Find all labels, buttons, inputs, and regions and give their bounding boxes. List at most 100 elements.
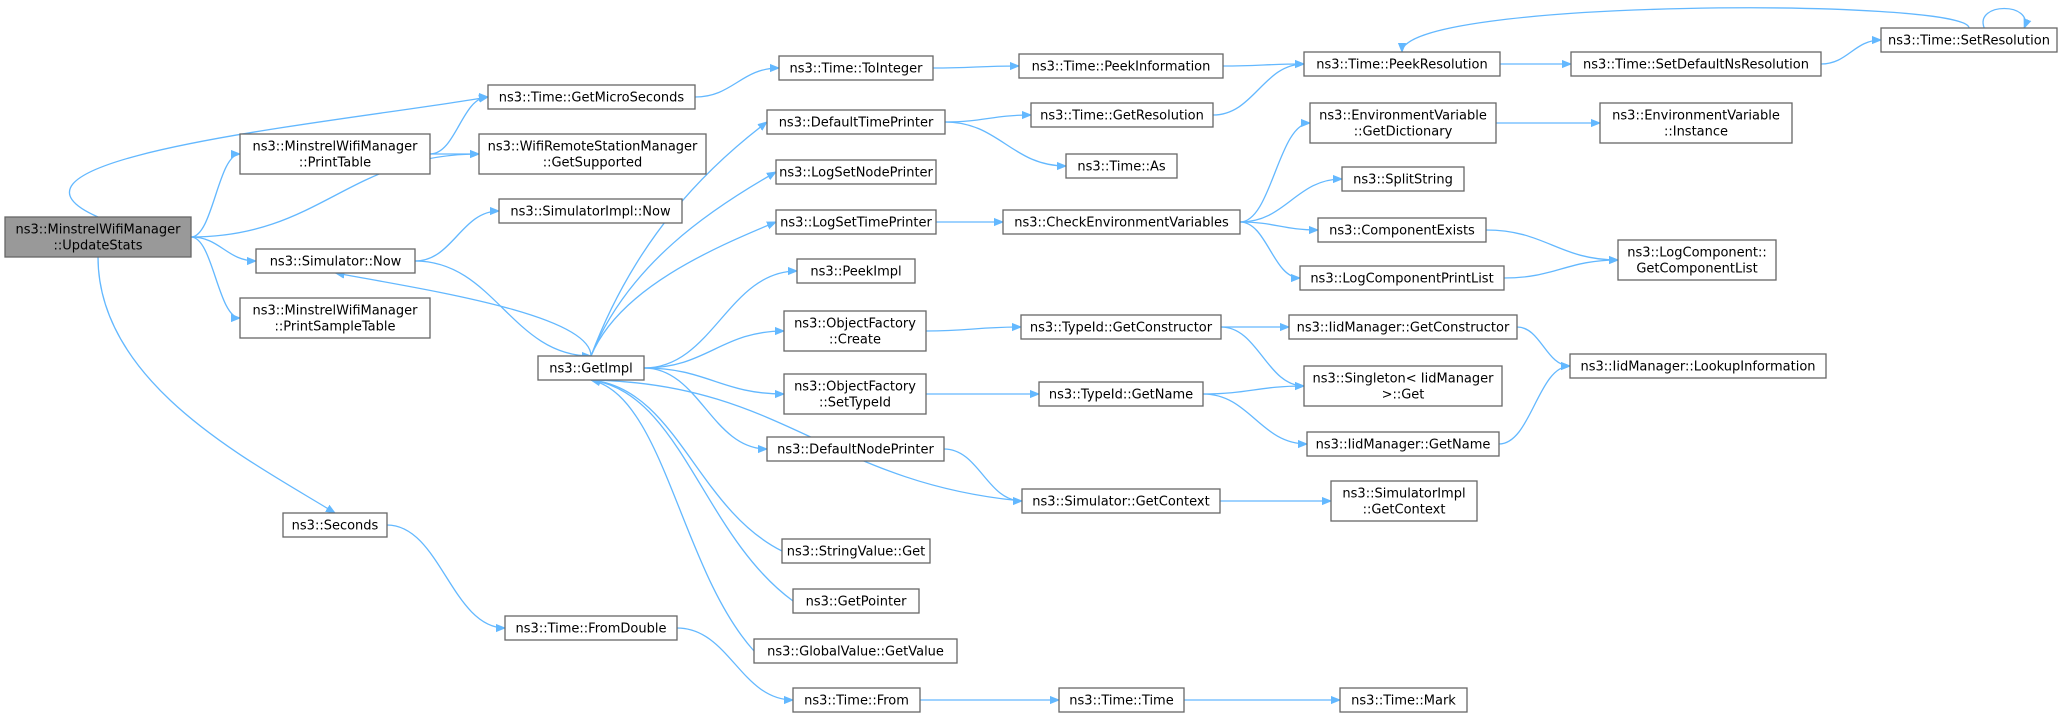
node-getSupported[interactable]: ns3::WifiRemoteStationManager::GetSuppor… — [478, 133, 707, 175]
node-timeFrom[interactable]: ns3::Time::From — [792, 687, 921, 713]
node-label: ::GetSupported — [543, 156, 643, 171]
node-label: ns3::TypeId::GetName — [1049, 388, 1193, 403]
node-label: ns3::Time::Mark — [1351, 694, 1456, 709]
node-label: ns3::WifiRemoteStationManager — [488, 140, 698, 155]
node-label: ns3::LogComponent:: — [1627, 246, 1767, 261]
edge-getImpl-to-logSetTimePrinter — [590, 221, 776, 357]
node-box — [792, 588, 920, 614]
edge-defaultTimePrinter-to-getResolution — [944, 115, 1031, 123]
edge-setResolution-to-setResolution — [1982, 8, 2025, 29]
node-label: ns3::IidManager::GetConstructor — [1297, 321, 1510, 336]
node-simImplNow[interactable]: ns3::SimulatorImpl::Now — [498, 198, 683, 224]
edge-checkEnv-to-envGetDictionary — [1239, 123, 1311, 223]
edges-layer — [68, 7, 2025, 700]
node-singletonGet[interactable]: ns3::Singleton< IidManager>::Get — [1303, 365, 1503, 407]
node-label: ns3::DefaultTimePrinter — [779, 116, 934, 131]
node-envInstance[interactable]: ns3::EnvironmentVariable::Instance — [1599, 102, 1793, 144]
node-root[interactable]: ns3::MinstrelWifiManager::UpdateStats — [4, 216, 192, 258]
node-splitString[interactable]: ns3::SplitString — [1341, 166, 1465, 192]
node-logSetTimePrinter[interactable]: ns3::LogSetTimePrinter — [775, 209, 937, 235]
edge-simNow-to-simImplNow — [414, 211, 499, 262]
node-typeIdGetConstructor[interactable]: ns3::TypeId::GetConstructor — [1020, 314, 1222, 340]
node-getComponentList[interactable]: ns3::LogComponent::GetComponentList — [1617, 239, 1777, 281]
node-ofCreate[interactable]: ns3::ObjectFactory::Create — [783, 310, 927, 352]
node-getPointer[interactable]: ns3::GetPointer — [792, 588, 920, 614]
edge-typeIdGetName-to-singletonGet — [1202, 386, 1304, 395]
node-label: ns3::ObjectFactory — [794, 380, 916, 395]
node-timeAs[interactable]: ns3::Time::As — [1065, 153, 1178, 179]
edge-setDefaultNsResolution-to-setResolution — [1820, 40, 1881, 65]
node-box — [1306, 431, 1500, 457]
edge-simGetContext-to-getImpl — [591, 380, 1023, 502]
node-peekImpl[interactable]: ns3::PeekImpl — [796, 258, 916, 284]
node-timeMark[interactable]: ns3::Time::Mark — [1339, 687, 1468, 713]
node-envGetDictionary[interactable]: ns3::EnvironmentVariable::GetDictionary — [1309, 102, 1497, 144]
node-iidGetConstructor[interactable]: ns3::IidManager::GetConstructor — [1288, 314, 1518, 340]
node-simNow[interactable]: ns3::Simulator::Now — [255, 248, 416, 274]
node-defaultNodePrinter[interactable]: ns3::DefaultNodePrinter — [766, 436, 945, 462]
node-toInteger[interactable]: ns3::Time::ToInteger — [778, 55, 934, 81]
node-box — [766, 436, 945, 462]
node-box — [1330, 480, 1478, 522]
node-box — [766, 109, 946, 135]
edge-checkEnv-to-logComponentPrintList — [1239, 221, 1301, 278]
node-timeTime[interactable]: ns3::Time::Time — [1058, 687, 1185, 713]
node-getImpl[interactable]: ns3::GetImpl — [537, 355, 645, 381]
edge-iidGetName-to-lookupInformation — [1498, 366, 1571, 445]
node-box — [537, 355, 645, 381]
node-setDefaultNsResolution[interactable]: ns3::Time::SetDefaultNsResolution — [1570, 51, 1822, 77]
node-globalValueGetValue[interactable]: ns3::GlobalValue::GetValue — [753, 638, 958, 664]
node-getMicroSeconds[interactable]: ns3::Time::GetMicroSeconds — [487, 84, 696, 110]
node-label: ::GetDictionary — [1354, 125, 1453, 140]
edge-fromDouble-to-timeFrom — [676, 627, 793, 700]
node-box — [783, 310, 927, 352]
node-box — [1617, 239, 1777, 281]
node-simImplGetContext[interactable]: ns3::SimulatorImpl::GetContext — [1330, 480, 1478, 522]
edge-ofCreate-to-typeIdGetConstructor — [925, 327, 1021, 332]
node-label: ns3::EnvironmentVariable — [1612, 109, 1780, 124]
node-iidGetName[interactable]: ns3::IidManager::GetName — [1306, 431, 1500, 457]
node-stringValueGet[interactable]: ns3::StringValue::Get — [781, 538, 931, 564]
node-simGetContext[interactable]: ns3::Simulator::GetContext — [1021, 488, 1221, 514]
node-box — [1058, 687, 1185, 713]
node-logSetNodePrinter[interactable]: ns3::LogSetNodePrinter — [775, 159, 937, 185]
node-label: ns3::Simulator::GetContext — [1032, 495, 1209, 510]
node-box — [504, 615, 678, 641]
edge-seconds-to-fromDouble — [386, 524, 505, 628]
node-setResolution[interactable]: ns3::Time::SetResolution — [1880, 27, 2058, 53]
node-typeIdGetName[interactable]: ns3::TypeId::GetName — [1038, 381, 1204, 407]
node-peekInformation[interactable]: ns3::Time::PeekInformation — [1018, 53, 1224, 79]
node-box — [478, 133, 707, 175]
node-checkEnv[interactable]: ns3::CheckEnvironmentVariables — [1002, 209, 1241, 235]
edge-typeIdGetName-to-iidGetName — [1202, 393, 1307, 444]
node-label: ns3::CheckEnvironmentVariables — [1014, 216, 1229, 231]
node-box — [1038, 381, 1204, 407]
edge-getImpl-to-ofSetTypeId — [643, 367, 784, 394]
node-componentExists[interactable]: ns3::ComponentExists — [1317, 217, 1487, 243]
node-peekResolution[interactable]: ns3::Time::PeekResolution — [1303, 51, 1501, 77]
node-box — [1002, 209, 1241, 235]
edge-componentExists-to-getComponentList — [1485, 229, 1618, 260]
node-seconds[interactable]: ns3::Seconds — [282, 512, 388, 538]
node-printSampleTable[interactable]: ns3::MinstrelWifiManager::PrintSampleTab… — [239, 297, 431, 339]
node-box — [781, 538, 931, 564]
node-getResolution[interactable]: ns3::Time::GetResolution — [1030, 102, 1214, 128]
node-ofSetTypeId[interactable]: ns3::ObjectFactory::SetTypeId — [783, 373, 927, 415]
node-box — [239, 133, 431, 175]
node-label: ns3::IidManager::LookupInformation — [1580, 360, 1815, 375]
node-box — [1065, 153, 1178, 179]
node-printTable[interactable]: ns3::MinstrelWifiManager::PrintTable — [239, 133, 431, 175]
node-box — [1309, 102, 1497, 144]
node-lookupInformation[interactable]: ns3::IidManager::LookupInformation — [1569, 353, 1827, 379]
node-box — [255, 248, 416, 274]
node-label: ns3::Time::GetResolution — [1040, 109, 1204, 124]
node-label: ns3::TypeId::GetConstructor — [1030, 321, 1213, 336]
node-label: ns3::Time::FromDouble — [516, 622, 667, 637]
node-logComponentPrintList[interactable]: ns3::LogComponentPrintList — [1299, 265, 1505, 291]
edge-toInteger-to-peekInformation — [932, 66, 1019, 68]
node-defaultTimePrinter[interactable]: ns3::DefaultTimePrinter — [766, 109, 946, 135]
edge-logComponentPrintList-to-getComponentList — [1503, 260, 1618, 279]
node-fromDouble[interactable]: ns3::Time::FromDouble — [504, 615, 678, 641]
node-box — [783, 373, 927, 415]
edge-peekInformation-to-peekResolution — [1222, 64, 1304, 66]
